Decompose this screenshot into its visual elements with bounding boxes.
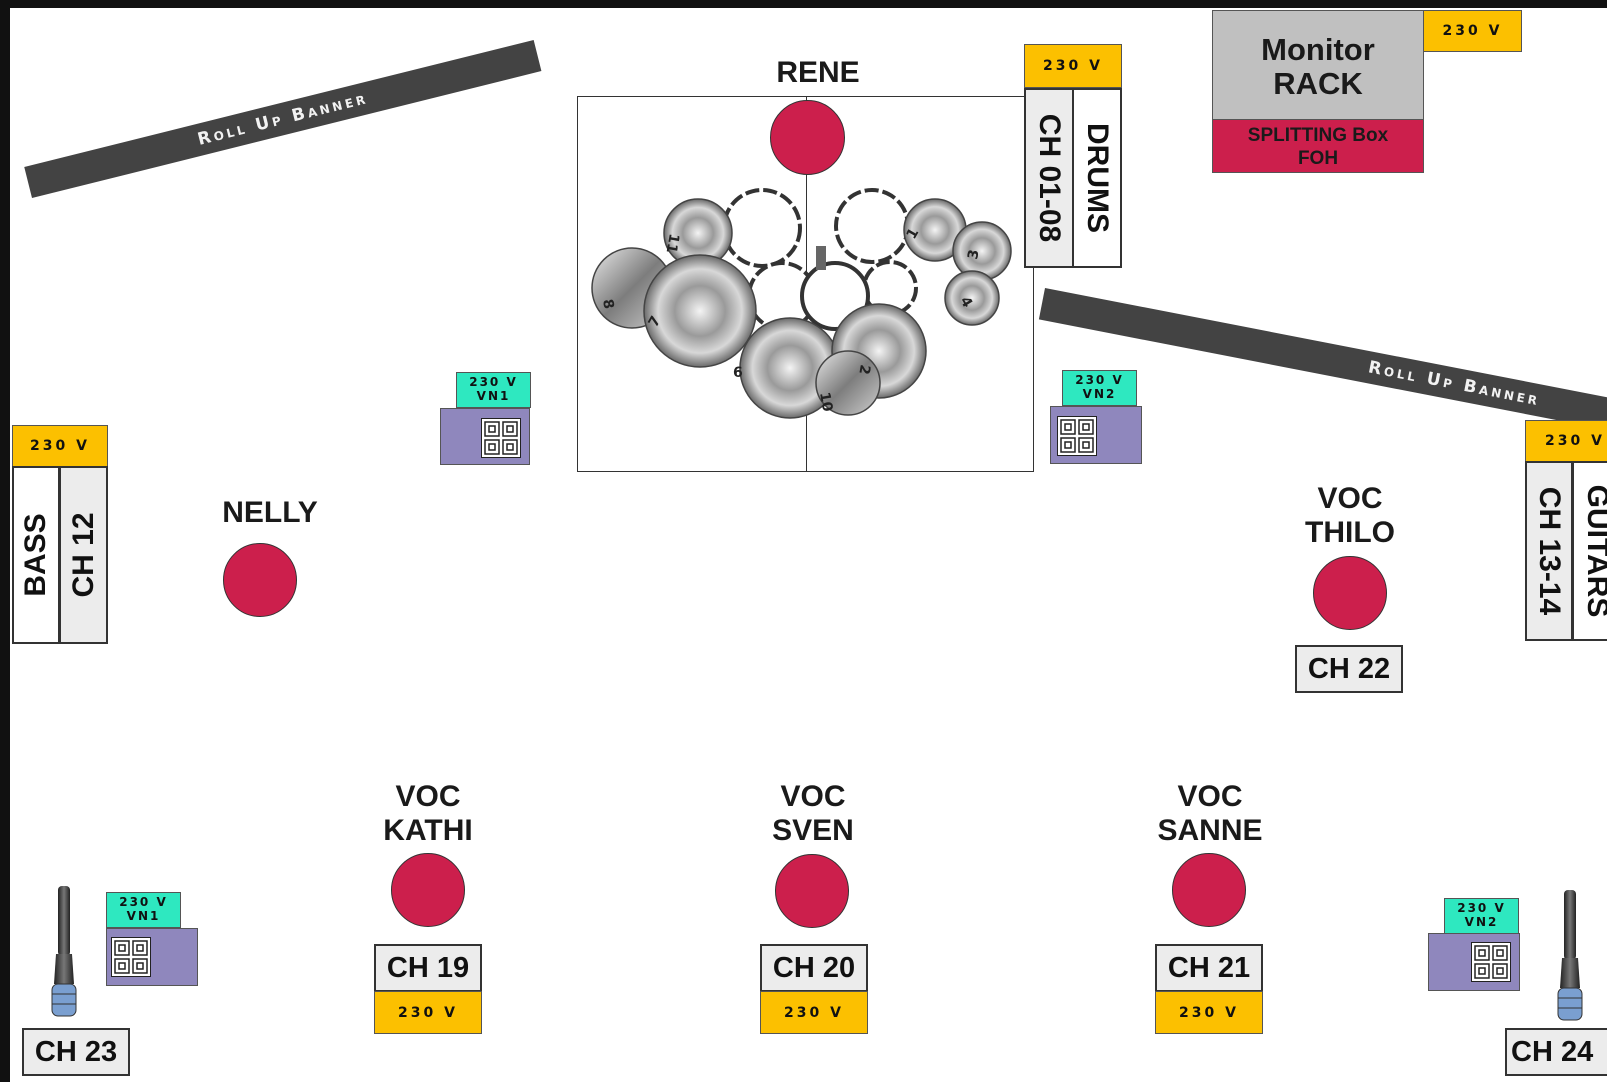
speaker-icon — [1057, 416, 1097, 456]
instrument-bass: BASS — [12, 466, 60, 644]
drum-piece-11: 11 — [663, 232, 682, 254]
channel-kathi: CH 19 — [374, 944, 482, 992]
vn1-center-power: 230 V — [469, 375, 518, 389]
monitor-outlet-vn1-front: 230 V VN1 — [106, 892, 181, 928]
splitting-box-line1: SPLITTING Box — [1247, 125, 1389, 146]
musician-name-nelly: NELLY — [222, 496, 318, 529]
speaker-icon — [1471, 942, 1511, 982]
power-outlet-bass-label: 230 V — [30, 438, 90, 454]
position-sanne — [1172, 853, 1246, 927]
vn1-center-label: VN1 — [476, 389, 511, 403]
sanne-line2: SANNE — [1157, 814, 1263, 847]
banner-right-label: Roll Up Banner — [1366, 357, 1542, 411]
sven-line1: VOC — [780, 780, 846, 813]
vn1-front-label: VN1 — [126, 909, 161, 923]
sven-line2: SVEN — [772, 814, 854, 847]
position-nelly — [223, 543, 297, 617]
drum-piece-3: 3 — [965, 248, 982, 260]
microphone-icon-left — [51, 886, 77, 1017]
monitor-wedge-vn1-front — [106, 928, 198, 986]
channel-guitars: CH 13-14 — [1525, 461, 1573, 641]
channel-sven: CH 20 — [760, 944, 868, 992]
channel-guitars-label: CH 13-14 — [1533, 486, 1566, 616]
speaker-icon — [111, 937, 151, 977]
speaker-icon — [481, 418, 521, 458]
instrument-guitars-label: GUITARS — [1581, 484, 1607, 618]
vn2-front-power: 230 V — [1457, 901, 1506, 915]
throne-stand — [816, 246, 826, 270]
banner-left-label: Roll Up Banner — [195, 88, 371, 150]
channel-drums: CH 01-08 — [1024, 88, 1074, 268]
musician-name-thilo: VOC THILO — [1270, 482, 1430, 550]
monitor-rack-line1: Monitor — [1261, 32, 1375, 67]
position-kathi — [391, 853, 465, 927]
monitor-outlet-vn2-front: 230 V VN2 — [1444, 898, 1519, 934]
vn2-front-label: VN2 — [1464, 915, 1499, 929]
instrument-drums: DRUMS — [1072, 88, 1122, 268]
power-outlet-sanne-label: 230 V — [1179, 1004, 1239, 1021]
monitor-outlet-vn2-center: 230 V VN2 — [1062, 370, 1137, 406]
thilo-line1: VOC — [1317, 482, 1383, 515]
power-outlet-kathi-label: 230 V — [398, 1004, 458, 1021]
musician-name-sven: VOC SVEN — [733, 780, 893, 848]
power-outlet-kathi: 230 V — [374, 991, 482, 1034]
vn1-front-power: 230 V — [119, 895, 168, 909]
instrument-bass-label: BASS — [19, 513, 52, 597]
channel-drums-label: CH 01-08 — [1033, 113, 1066, 243]
musician-name-rene: RENE — [776, 56, 860, 89]
power-outlet-sven: 230 V — [760, 991, 868, 1034]
vn2-center-power: 230 V — [1075, 373, 1124, 387]
channel-bass-label: CH 12 — [66, 512, 100, 598]
power-outlet-bass: 230 V — [12, 425, 108, 467]
position-rene — [770, 100, 845, 175]
channel-bass: CH 12 — [59, 466, 108, 644]
power-outlet-sven-label: 230 V — [784, 1004, 844, 1021]
instrument-guitars: GUITARS — [1572, 461, 1607, 641]
power-outlet-sanne: 230 V — [1155, 991, 1263, 1034]
kathi-line1: VOC — [395, 780, 461, 813]
kathi-line2: KATHI — [383, 814, 473, 847]
channel-right-mic: CH 24 — [1505, 1028, 1607, 1076]
monitor-outlet-vn1-center: 230 V VN1 — [456, 372, 531, 408]
power-outlet-drums-label: 230 V — [1043, 58, 1103, 74]
monitor-wedge-vn2-center — [1050, 406, 1142, 464]
splitting-box-foh: SPLITTING Box FOH — [1212, 119, 1424, 173]
power-outlet-rack: 230 V — [1423, 10, 1522, 52]
drum-kit: 1 2 3 4 5 6 7 8 9 10 11 — [591, 188, 1012, 419]
roll-up-banner-left: Roll Up Banner — [24, 39, 542, 198]
drum-piece-2: 2 — [855, 363, 872, 375]
monitor-wedge-vn1-center — [440, 408, 530, 465]
power-outlet-rack-label: 230 V — [1442, 23, 1503, 39]
drum-piece-8: 8 — [599, 298, 616, 310]
drum-piece-10: 10 — [816, 391, 835, 413]
thilo-line2: THILO — [1305, 516, 1395, 549]
position-sven — [775, 854, 849, 928]
drum-piece-6: 6 — [733, 365, 743, 381]
microphone-icon-right — [1557, 890, 1583, 1021]
channel-thilo: CH 22 — [1295, 645, 1403, 693]
monitor-rack: Monitor RACK — [1212, 10, 1424, 120]
channel-sanne: CH 21 — [1155, 944, 1263, 992]
channel-left-mic: CH 23 — [22, 1028, 130, 1076]
monitor-wedge-vn2-front — [1428, 933, 1520, 991]
splitting-box-line2: FOH — [1297, 148, 1339, 169]
instrument-drums-label: DRUMS — [1081, 123, 1114, 233]
power-outlet-drums: 230 V — [1024, 44, 1122, 88]
power-outlet-guitars: 230 V — [1525, 420, 1607, 462]
position-thilo — [1313, 556, 1387, 630]
musician-name-sanne: VOC SANNE — [1130, 780, 1290, 848]
power-outlet-guitars-label: 230 V — [1545, 433, 1605, 449]
musician-name-kathi: VOC KATHI — [348, 780, 508, 848]
vn2-center-label: VN2 — [1082, 387, 1117, 401]
monitor-rack-line2: RACK — [1273, 66, 1363, 101]
cymbals — [591, 198, 1012, 419]
sanne-line1: VOC — [1177, 780, 1243, 813]
